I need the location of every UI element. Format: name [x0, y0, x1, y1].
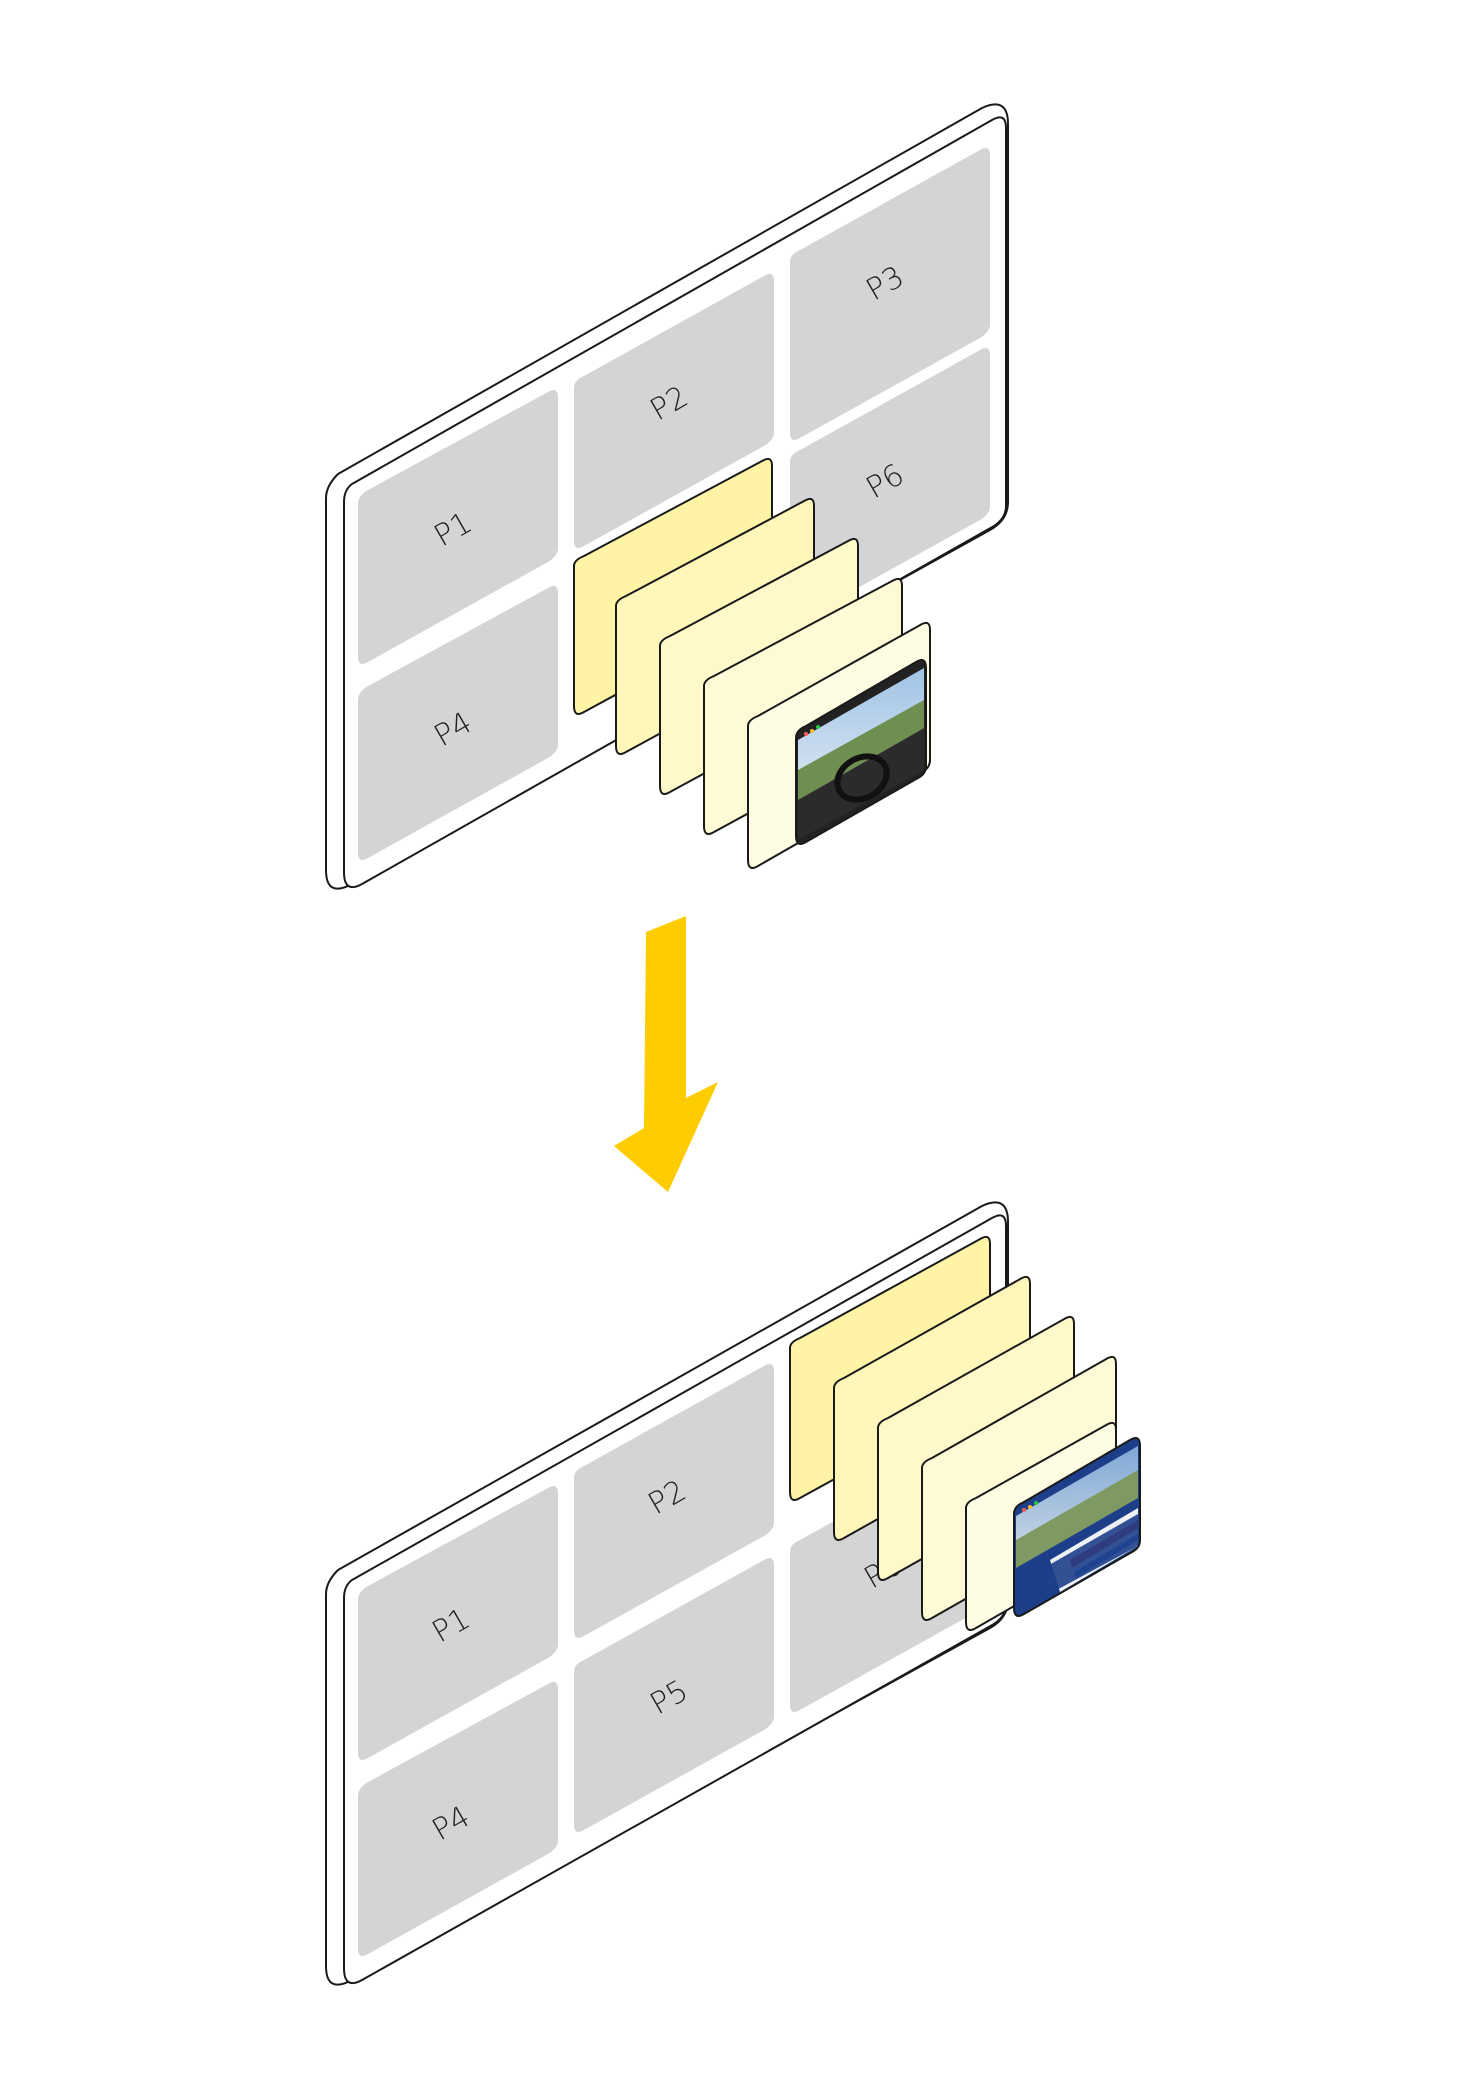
bottom-video-wall: P1 P2 P4 P5 P6	[325, 1201, 1141, 1986]
panel-p1: P1	[358, 390, 558, 664]
race-car-image	[1013, 1437, 1141, 1617]
panel-p4: P4	[358, 1682, 558, 1956]
panel-p5: P5	[574, 1558, 774, 1832]
top-video-wall: P1 P2 P3 P4 P6	[325, 103, 1009, 890]
panel-p2: P2	[574, 1364, 774, 1638]
panel-p4: P4	[358, 586, 558, 860]
panel-p3: P3	[790, 148, 990, 440]
cockpit-view-image	[795, 659, 927, 845]
panel-p1: P1	[358, 1486, 558, 1760]
panel-p2: P2	[574, 274, 774, 548]
down-arrow-icon	[614, 916, 718, 1192]
